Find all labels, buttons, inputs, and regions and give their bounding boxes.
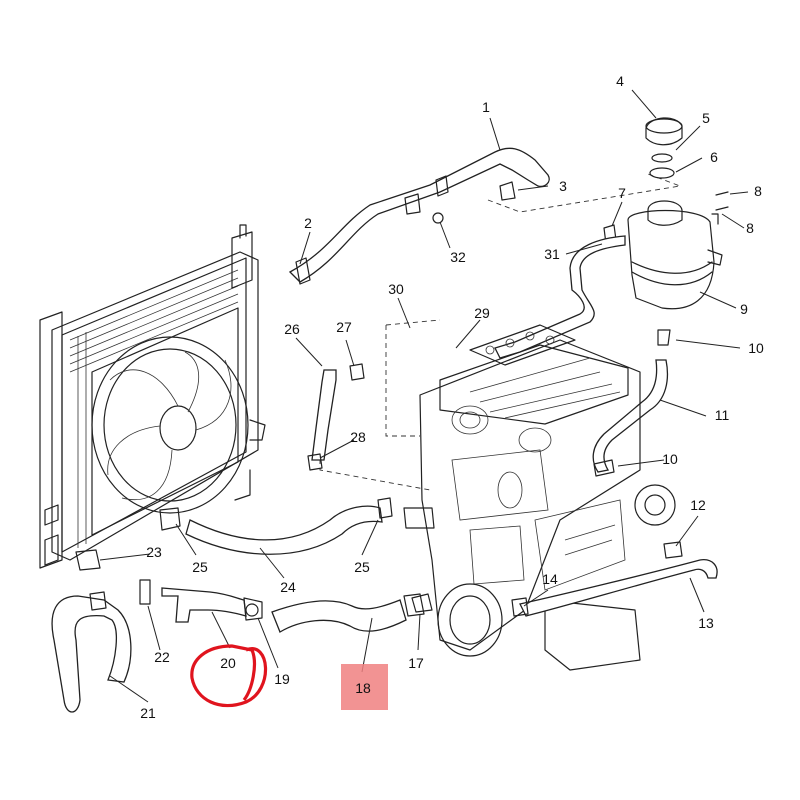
callout-8-a: 8 — [754, 183, 762, 199]
lower-radiator-hose — [271, 593, 425, 633]
callout-31: 31 — [544, 246, 560, 262]
heater-hose-upper — [307, 363, 365, 471]
callout-5: 5 — [702, 110, 710, 126]
engine-block — [403, 324, 676, 671]
callout-3: 3 — [559, 178, 567, 194]
callout-25-a: 25 — [192, 559, 208, 575]
callout-20: 20 — [220, 655, 236, 671]
callout-22: 22 — [154, 649, 170, 665]
callout-14: 14 — [542, 571, 558, 587]
callout-23: 23 — [146, 544, 162, 560]
highlight-box-18 — [341, 664, 388, 710]
callout-27: 27 — [336, 319, 352, 335]
callout-4: 4 — [616, 73, 624, 89]
highlight-circle-20 — [190, 644, 268, 708]
callout-26: 26 — [284, 321, 300, 337]
callout-18: 18 — [355, 680, 371, 696]
lower-hose-left — [51, 591, 132, 713]
heater-pipe — [161, 587, 263, 623]
callout-12: 12 — [690, 497, 706, 513]
leader-lines — [99, 89, 749, 703]
callout-10-a: 10 — [748, 340, 764, 356]
callout-24: 24 — [280, 579, 296, 595]
callout-11: 11 — [715, 407, 730, 423]
callout-29: 29 — [474, 305, 490, 321]
callout-6: 6 — [710, 149, 718, 165]
lower-degas-hose — [592, 359, 669, 477]
callout-30: 30 — [388, 281, 404, 297]
callout-21: 21 — [140, 705, 156, 721]
callout-1: 1 — [482, 99, 490, 115]
upper-radiator-hose — [159, 497, 393, 555]
callout-10-b: 10 — [662, 451, 678, 467]
callout-17: 17 — [408, 655, 424, 671]
callout-8-b: 8 — [746, 220, 754, 236]
callout-labels: 1 2 3 4 5 6 7 8 8 9 10 10 11 12 13 14 17… — [140, 73, 764, 721]
callout-9: 9 — [740, 301, 748, 317]
upper-degas-hose — [288, 147, 550, 285]
callout-13: 13 — [698, 615, 714, 631]
radiator-assembly — [39, 224, 266, 569]
callout-19: 19 — [274, 671, 290, 687]
callout-28: 28 — [350, 429, 366, 445]
callout-7: 7 — [618, 185, 626, 201]
callout-25-b: 25 — [354, 559, 370, 575]
bypass-hose — [511, 541, 718, 617]
callout-2: 2 — [304, 215, 312, 231]
callout-32: 32 — [450, 249, 466, 265]
